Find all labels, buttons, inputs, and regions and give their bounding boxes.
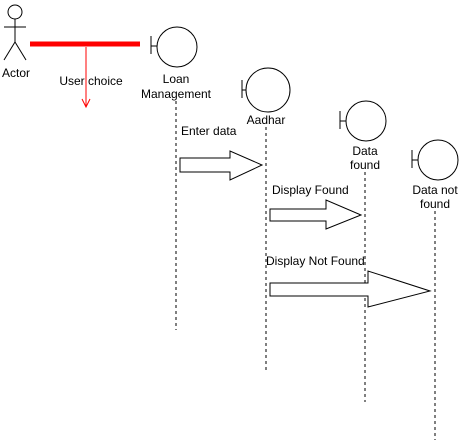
- display-found-arrow[interactable]: [269, 199, 363, 230]
- lifeline-loan-label-line2: Management: [141, 87, 212, 101]
- actor-leg-right: [14, 41, 27, 61]
- enter-data-label: Enter data: [181, 124, 237, 138]
- display-not-found-arrow[interactable]: [269, 270, 432, 308]
- actor-head: [7, 4, 23, 20]
- lifeline-loan-label-line1: Loan: [163, 72, 190, 86]
- boundary-circle: [156, 26, 198, 68]
- lifeline-notfound-label-line1: Data not: [412, 183, 458, 197]
- boundary-icon-loan[interactable]: [150, 26, 198, 68]
- enter-data-arrow[interactable]: [179, 150, 264, 181]
- boundary-circle: [245, 67, 291, 113]
- boundary-circle: [345, 100, 387, 142]
- lifeline-notfound-label-line2: found: [420, 197, 450, 211]
- lifeline-found-label-line1: Data: [352, 144, 378, 158]
- boundary-circle: [417, 139, 459, 181]
- boundary-icon-found[interactable]: [339, 100, 387, 142]
- actor-figure[interactable]: [3, 4, 27, 61]
- lifeline-found-label-line2: found: [350, 158, 380, 172]
- actor-leg-left: [3, 41, 16, 61]
- boundary-icon-notfound[interactable]: [411, 139, 459, 181]
- user-choice-arrow-head: [81, 98, 91, 109]
- lifeline-aadhar-label: Aadhar: [247, 113, 286, 127]
- boundary-icon-aadhar[interactable]: [241, 67, 291, 113]
- display-found-label: Display Found: [272, 183, 349, 197]
- actor-label: Actor: [2, 66, 30, 80]
- user-choice-label: User choice: [59, 74, 123, 88]
- display-not-found-label: Display Not Found: [266, 254, 365, 268]
- user-choice-arrow[interactable]: [81, 47, 91, 109]
